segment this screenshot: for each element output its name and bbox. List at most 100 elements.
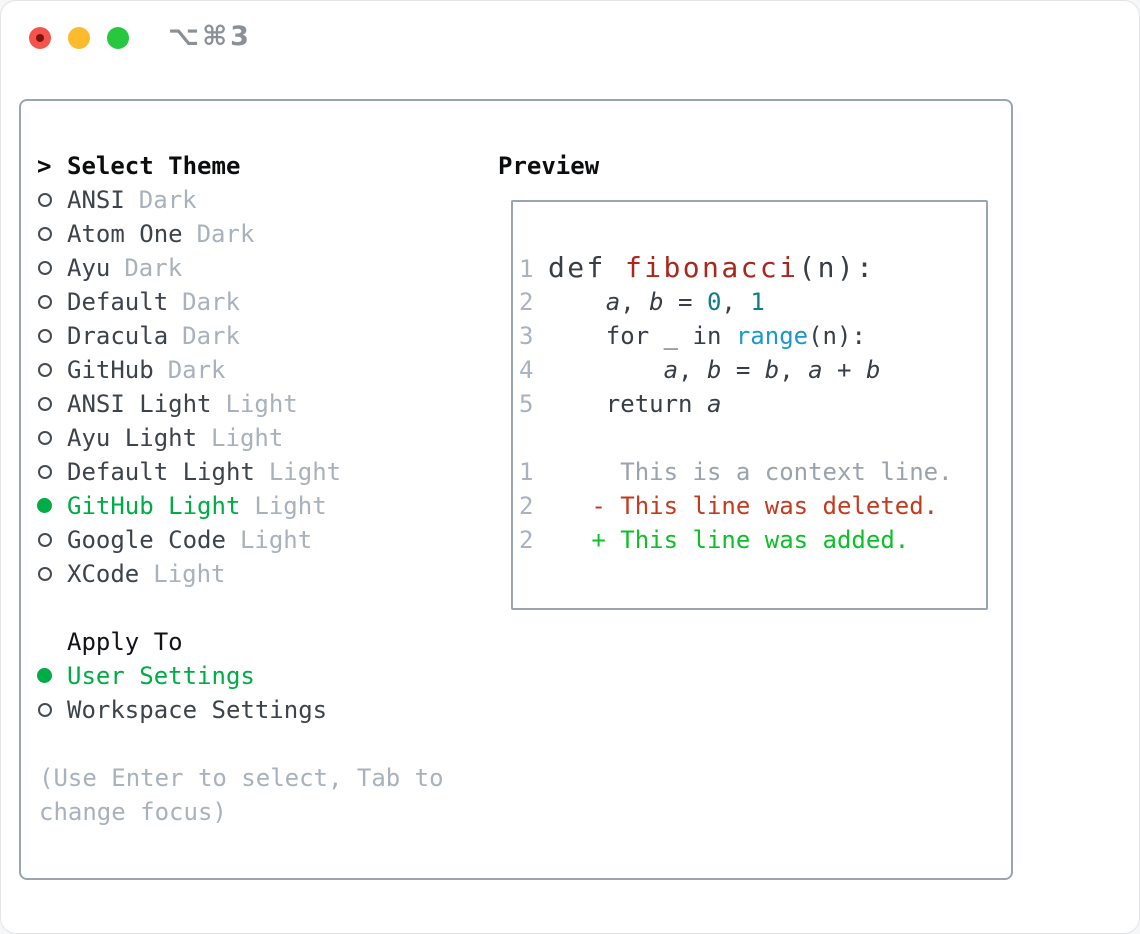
line-number: 2 (519, 526, 534, 554)
code-segment: range (735, 322, 809, 350)
option-variant: Dark (124, 254, 183, 282)
option-label: ANSI Light (67, 390, 212, 418)
preview-line: 2 + This line was added. (519, 523, 953, 557)
option-variant: Dark (196, 220, 255, 248)
code-segment: , (779, 356, 809, 384)
theme-option-ayu-light[interactable]: Ayu Light Light (37, 421, 341, 455)
code-segment: for _ in (548, 322, 736, 350)
theme-option-ayu[interactable]: Ayu Dark (37, 251, 341, 285)
radio-unselected-icon (38, 261, 52, 275)
theme-option-ansi-light[interactable]: ANSI Light Light (37, 387, 341, 421)
option-label: User Settings (67, 662, 255, 690)
minimize-button[interactable] (68, 27, 90, 49)
option-variant: Light (268, 458, 342, 486)
radio-unselected-icon (38, 329, 52, 343)
preview-line: 5 return a (519, 387, 953, 421)
line-number: 3 (519, 322, 534, 350)
option-variant: Light (153, 560, 226, 588)
option-label: Default Light (67, 458, 255, 486)
prompt-icon: > (37, 152, 52, 180)
close-button[interactable] (29, 27, 51, 49)
option-variant: Dark (138, 186, 197, 214)
line-number: 2 (519, 492, 534, 520)
option-label: Atom One (67, 220, 183, 248)
code-segment: , (678, 356, 707, 384)
code-segment (548, 356, 664, 384)
code-segment: b (865, 356, 881, 384)
diff-context-text: This is a context line. (548, 458, 953, 486)
option-label: Dracula (67, 322, 169, 350)
option-variant: Dark (167, 356, 226, 384)
radio-unselected-icon (38, 295, 52, 309)
radio-unselected-icon (38, 703, 52, 717)
theme-option-atom-one[interactable]: Atom One Dark (37, 217, 341, 251)
option-label: Ayu (67, 254, 111, 282)
radio-unselected-icon (38, 397, 52, 411)
option-variant: Light (225, 390, 298, 418)
option-label: XCode (67, 560, 140, 588)
radio-unselected-icon (38, 567, 52, 581)
window-title: ⌥⌘3 (168, 21, 252, 52)
code-segment: b (649, 288, 664, 316)
diff-added-text: + This line was added. (548, 526, 910, 554)
code-segment: + (822, 356, 866, 384)
theme-option-ansi[interactable]: ANSI Dark (37, 183, 341, 217)
radio-selected-icon (37, 498, 52, 513)
radio-unselected-icon (38, 193, 52, 207)
code-segment: = (721, 356, 765, 384)
code-segment: 0 (706, 288, 722, 316)
line-number: 1 (519, 458, 534, 486)
code-segment: , (620, 288, 650, 316)
preview-line: 3 for _ in range(n): (519, 319, 953, 353)
line-number: 1 (519, 255, 534, 283)
code-segment: return (548, 390, 707, 418)
close-dot-icon (36, 34, 44, 42)
preview-line (519, 421, 953, 455)
code-segment: b (706, 356, 722, 384)
line-number: 4 (519, 356, 534, 384)
option-variant: Dark (182, 288, 240, 316)
option-label: GitHub Light (67, 492, 241, 520)
line-number: 5 (519, 390, 534, 418)
theme-option-default-light[interactable]: Default Light Light (37, 455, 341, 489)
option-label: ANSI (67, 186, 125, 214)
radio-unselected-icon (38, 227, 52, 241)
code-segment: a (663, 356, 679, 384)
code-segment: def (548, 251, 626, 284)
spacer-row (37, 591, 341, 625)
code-segment: fibonacci (625, 251, 799, 284)
theme-option-github[interactable]: GitHub Dark (37, 353, 341, 387)
code-segment: , (721, 288, 751, 316)
code-segment: b (764, 356, 780, 384)
theme-option-google-code[interactable]: Google Code Light (37, 523, 341, 557)
code-segment: 1 (750, 288, 765, 316)
apply-option-user-settings[interactable]: User Settings (37, 659, 341, 693)
code-segment: a (605, 288, 621, 316)
option-label: Workspace Settings (67, 696, 328, 724)
preview-line: 4 a, b = b, a + b (519, 353, 953, 387)
theme-option-xcode[interactable]: XCode Light (37, 557, 341, 591)
apply-option-workspace-settings[interactable]: Workspace Settings (37, 693, 341, 727)
preview-header: Preview (498, 152, 600, 180)
option-label: GitHub (67, 356, 154, 384)
option-variant: Light (239, 526, 313, 554)
code-segment: a (808, 356, 823, 384)
select-theme-header: Select Theme (67, 152, 241, 180)
preview-line: 2 a, b = 0, 1 (519, 285, 953, 319)
diff-deleted-text: - This line was deleted. (548, 492, 939, 520)
zoom-button[interactable] (107, 27, 129, 49)
option-label: Ayu Light (67, 424, 198, 452)
option-label: Google Code (67, 526, 226, 554)
radio-unselected-icon (38, 363, 52, 377)
line-number: 2 (519, 288, 534, 316)
radio-unselected-icon (38, 533, 52, 547)
option-variant: Light (211, 424, 284, 452)
radio-unselected-icon (38, 465, 52, 479)
apply-to-header: Apply To (67, 628, 183, 656)
